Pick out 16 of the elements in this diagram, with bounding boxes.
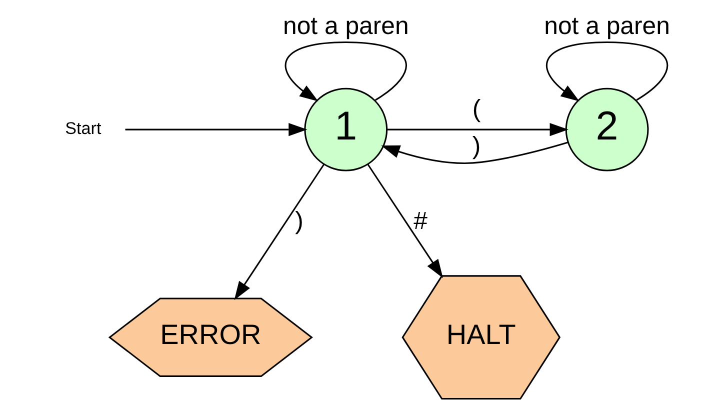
edge-label: not a paren xyxy=(544,12,670,40)
arrow xyxy=(380,142,568,164)
arrow xyxy=(386,123,568,136)
arrow xyxy=(546,41,668,102)
edge-label: ) xyxy=(294,206,303,235)
node-circle: 2 xyxy=(564,88,648,172)
arrow xyxy=(284,41,406,102)
edge-label: ( xyxy=(472,94,480,123)
edge-label: ) xyxy=(472,132,480,160)
node-circle: 1 xyxy=(304,88,388,172)
edge-label: not a paren xyxy=(282,12,408,40)
arrow xyxy=(234,164,324,300)
edge-label: # xyxy=(413,206,427,235)
arrow xyxy=(366,164,443,278)
node-text: Start xyxy=(64,118,101,138)
arrow xyxy=(124,123,307,136)
